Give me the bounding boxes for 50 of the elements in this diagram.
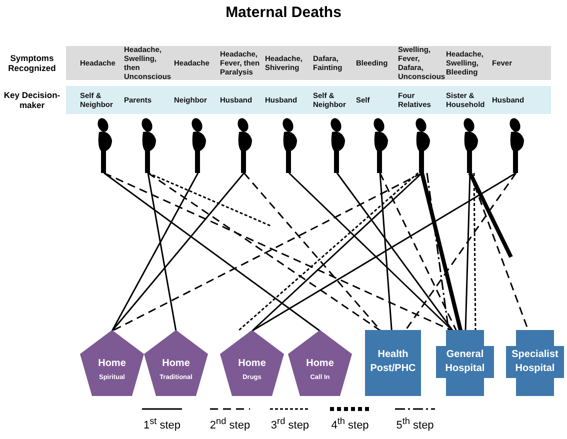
connector-line [420, 172, 463, 332]
connector-line [464, 172, 471, 332]
connector-line [243, 172, 382, 332]
connector-line [468, 172, 513, 258]
connector-line [148, 172, 272, 227]
node-label: General Hospital [444, 348, 486, 376]
node-label: Home [305, 358, 335, 370]
person-icon [461, 118, 479, 173]
node-label: Home [161, 358, 191, 370]
person-icon [328, 118, 346, 173]
connector-line [426, 172, 450, 332]
destination-pentagon [288, 330, 352, 396]
node-label: Home [97, 358, 127, 370]
destination-pentagon [144, 330, 208, 396]
person-icon [280, 118, 298, 173]
person-icon [413, 118, 431, 173]
connector-line [148, 172, 382, 332]
node-label: Specialist Hospital [510, 348, 560, 376]
connector-line [252, 172, 516, 332]
row-header: Key Decision-maker [2, 90, 62, 110]
hospital-cross [436, 330, 494, 396]
node-label: Health Post/PHC [369, 348, 417, 376]
legend-label: 4$^{th}$ step [331, 416, 369, 432]
health-facility-box [365, 330, 421, 396]
connector-line [104, 172, 320, 332]
person-icon [139, 118, 157, 173]
connector-line [404, 172, 517, 332]
person-icon [189, 118, 207, 173]
title: Maternal Deaths [224, 4, 342, 21]
row-header: Symptoms Recognized [7, 53, 57, 73]
connector-line [379, 172, 458, 332]
destination-pentagon [220, 330, 284, 396]
connector-line [111, 172, 245, 332]
connector-line [147, 172, 177, 332]
connector-line [336, 172, 454, 332]
node-label: Home [237, 358, 267, 370]
connector-line [111, 172, 199, 332]
legend-label: 5$^{th}$ step [396, 416, 434, 432]
legend-label: 3$^{rd}$ step [270, 416, 310, 432]
person-icon [95, 118, 113, 173]
legend-label: 1$^{st}$ step [143, 416, 181, 432]
destination-pentagon [80, 330, 144, 396]
connector-line [288, 172, 454, 332]
connector-line [473, 173, 476, 331]
connector-line [379, 172, 392, 332]
person-icon [371, 118, 389, 173]
person-icon [235, 118, 253, 173]
legend-label: 2$^{nd}$ step [210, 416, 250, 432]
person-icon [507, 118, 525, 173]
hospital-cross [506, 330, 564, 396]
